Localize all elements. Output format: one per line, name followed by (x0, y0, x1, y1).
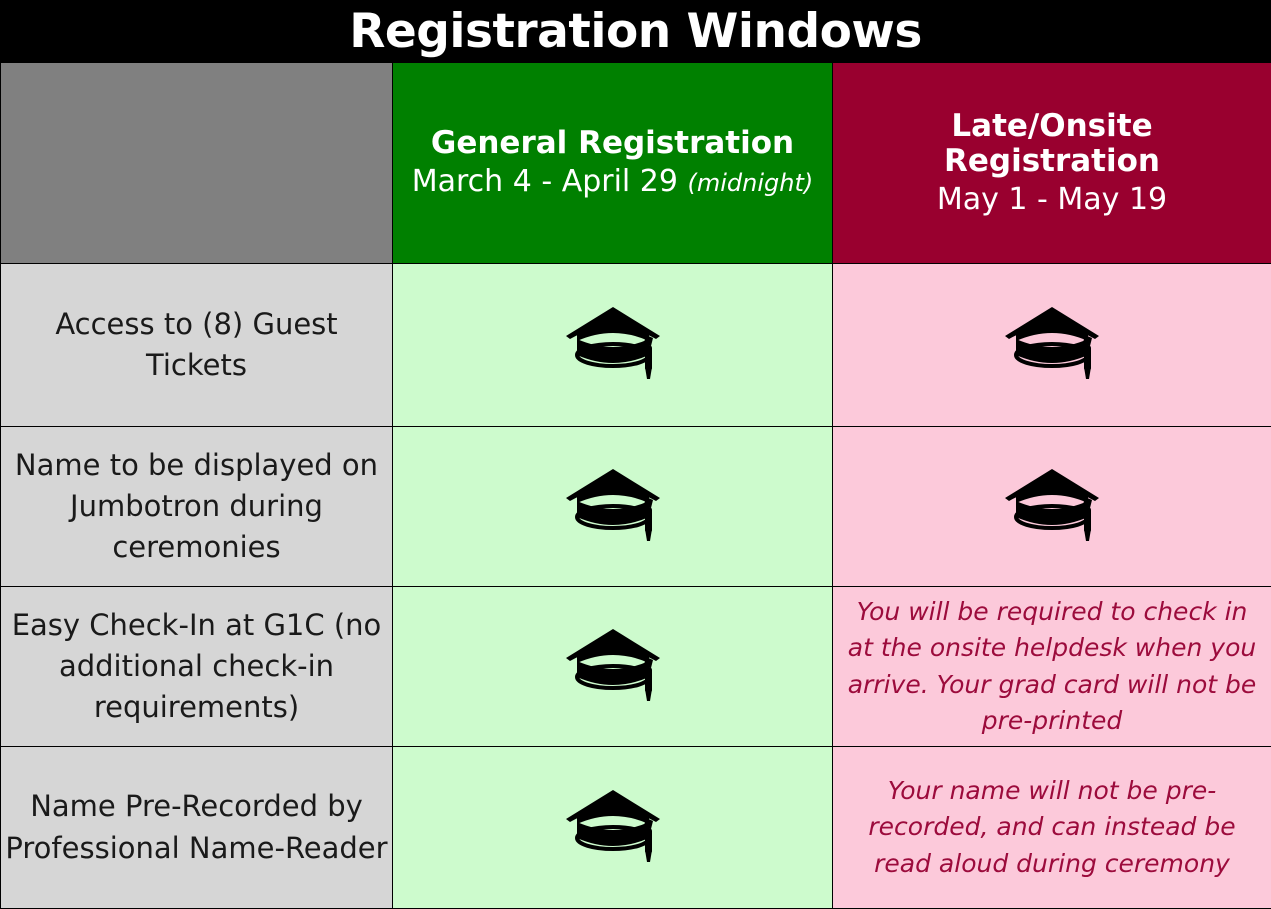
graduation-cap-icon (1002, 467, 1102, 543)
header-blank-cell (1, 63, 393, 264)
page-title: Registration Windows (349, 8, 922, 55)
general-registration-date-note: (midnight) (688, 169, 814, 197)
late-check-in-note: You will be required to check in at the … (833, 590, 1271, 743)
graduation-cap-icon (1002, 305, 1102, 381)
late-registration-dates: May 1 - May 19 (843, 183, 1261, 218)
row-label-guest-tickets: Access to (8) Guest Tickets (1, 264, 393, 427)
table-row: Name Pre-Recorded by Professional Name-R… (1, 747, 1271, 909)
row-label-name-pre-recorded: Name Pre-Recorded by Professional Name-R… (1, 747, 393, 909)
cell-late-name-pre-recorded: Your name will not be pre-recorded, and … (833, 747, 1271, 909)
cell-general-name-pre-recorded (393, 747, 833, 909)
title-bar: Registration Windows (0, 0, 1271, 62)
late-registration-title: Late/Onsite Registration (843, 109, 1261, 180)
cell-general-guest-tickets (393, 264, 833, 427)
general-registration-dates: March 4 - April 29 (midnight) (403, 165, 822, 200)
graduation-cap-icon (563, 467, 663, 543)
cell-general-easy-check-in (393, 587, 833, 747)
cell-late-guest-tickets (833, 264, 1271, 427)
registration-comparison-table: General Registration March 4 - April 29 … (0, 62, 1271, 909)
table-row: Easy Check-In at G1C (no additional chec… (1, 587, 1271, 747)
table-row: Access to (8) Guest Tickets (1, 264, 1271, 427)
graduation-cap-icon (563, 627, 663, 703)
late-name-reader-note: Your name will not be pre-recorded, and … (833, 769, 1271, 886)
general-registration-title: General Registration (403, 126, 822, 162)
header-late-onsite-registration: Late/Onsite Registration May 1 - May 19 (833, 63, 1271, 264)
cell-late-jumbotron-name (833, 427, 1271, 587)
graduation-cap-icon (563, 305, 663, 381)
row-label-jumbotron-name: Name to be displayed on Jumbotron during… (1, 427, 393, 587)
cell-late-easy-check-in: You will be required to check in at the … (833, 587, 1271, 747)
row-label-easy-check-in: Easy Check-In at G1C (no additional chec… (1, 587, 393, 747)
general-registration-date-range: March 4 - April 29 (412, 164, 678, 199)
cell-general-jumbotron-name (393, 427, 833, 587)
header-general-registration: General Registration March 4 - April 29 … (393, 63, 833, 264)
graduation-cap-icon (563, 788, 663, 864)
table-row: Name to be displayed on Jumbotron during… (1, 427, 1271, 587)
table-header-row: General Registration March 4 - April 29 … (1, 63, 1271, 264)
